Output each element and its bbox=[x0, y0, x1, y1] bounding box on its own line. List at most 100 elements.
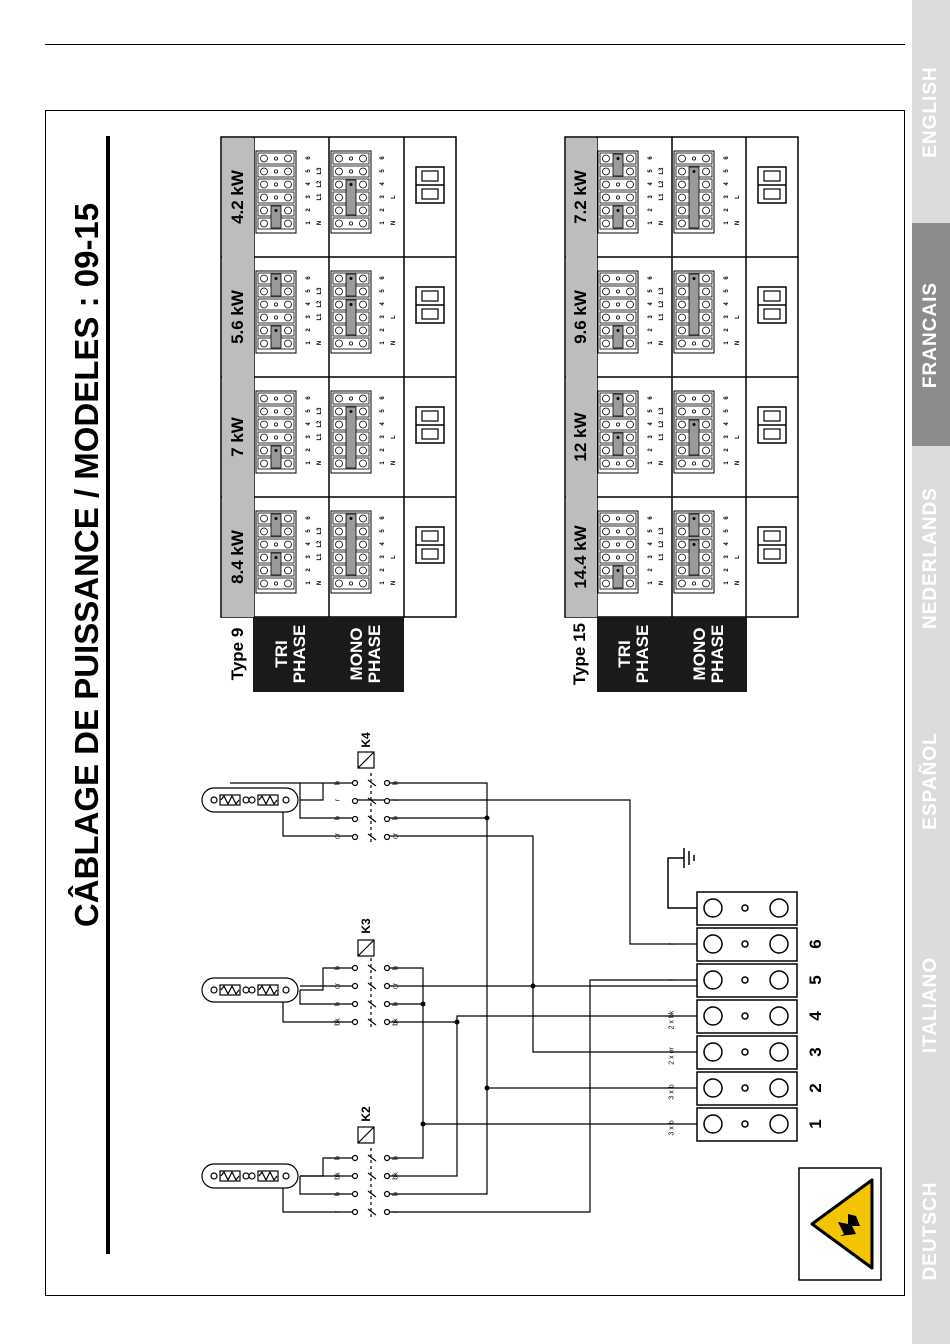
terminal-screw bbox=[703, 1042, 723, 1062]
jumper-block bbox=[597, 390, 639, 474]
jumper-pin bbox=[616, 209, 620, 212]
jumper-number-label: 2 bbox=[306, 208, 312, 212]
jumper-number-label: 2 bbox=[380, 208, 386, 212]
jumper-pin bbox=[359, 154, 367, 163]
wire-label: r bbox=[334, 798, 342, 802]
jumper-phase-label: L bbox=[391, 555, 397, 559]
jumper-number-label: 3 bbox=[380, 315, 386, 319]
jumper-bridge bbox=[270, 325, 282, 349]
wire-label: or bbox=[392, 982, 400, 990]
jumper-pin bbox=[616, 302, 621, 307]
jumper-pin bbox=[678, 540, 686, 549]
contact-blade bbox=[367, 1172, 377, 1180]
jumper-pin bbox=[702, 394, 710, 403]
contact-terminal bbox=[383, 964, 391, 972]
jumper-pin bbox=[260, 394, 268, 403]
jumper-number-label: 6 bbox=[724, 276, 730, 280]
jumper-pin bbox=[284, 566, 292, 575]
terminal-screw bbox=[741, 1084, 749, 1092]
jumper-pin bbox=[274, 329, 278, 332]
power-label: 9.6 kW bbox=[571, 290, 590, 344]
jumper-pin bbox=[335, 206, 343, 215]
jumper-number-label: 5 bbox=[380, 529, 386, 533]
heater-terminal bbox=[210, 1172, 218, 1180]
lang-tab-english[interactable]: ENGLISH bbox=[912, 0, 950, 223]
wire-label: b bbox=[334, 966, 342, 970]
jumper-phase-label: L bbox=[391, 195, 397, 199]
jumper-pin bbox=[335, 193, 343, 202]
jumper-pin bbox=[349, 517, 353, 520]
jumper-pin bbox=[678, 394, 686, 403]
terminal-screw bbox=[703, 1006, 723, 1026]
jumper-number-label: 1 bbox=[724, 341, 730, 345]
terminal-screw bbox=[703, 934, 723, 954]
jumper-pin bbox=[284, 407, 292, 416]
jumper-block bbox=[597, 510, 639, 594]
jumper-pin bbox=[348, 221, 353, 226]
jumper-pin bbox=[602, 339, 610, 348]
heater-resistor-icon bbox=[257, 794, 279, 806]
contactor-switches bbox=[351, 751, 391, 1220]
jumper-number-label: 3 bbox=[648, 435, 654, 439]
jumper-pin bbox=[260, 527, 268, 536]
jumper-pin bbox=[274, 209, 278, 212]
jumper-pin bbox=[678, 446, 686, 455]
jumper-pin bbox=[260, 553, 268, 562]
lang-tab-espanol[interactable]: ESPAÑOL bbox=[912, 669, 950, 892]
jumper-bridge bbox=[612, 432, 624, 456]
lang-tab-francais[interactable]: FRANCAIS bbox=[912, 223, 950, 446]
jumper-pin bbox=[616, 422, 621, 427]
jumper-phase-label: L3 bbox=[317, 287, 323, 295]
jumper-pin bbox=[273, 435, 278, 440]
jumper-number-label: 2 bbox=[306, 328, 312, 332]
jumper-phase-label: L2 bbox=[659, 540, 665, 548]
jumper-pin bbox=[273, 422, 278, 427]
heater-resistor-icon bbox=[257, 984, 279, 996]
jumper-bridge bbox=[688, 513, 700, 537]
jumper-number-label: 5 bbox=[724, 289, 730, 293]
jumper-pin bbox=[702, 193, 710, 202]
jumper-phase-label: L1 bbox=[659, 553, 665, 561]
power-label: 7 kW bbox=[228, 417, 247, 457]
jumper-pin bbox=[359, 167, 367, 176]
wire-label: 3 x b bbox=[668, 1120, 676, 1136]
lang-tab-deutsch[interactable]: DEUTSCH bbox=[912, 1118, 950, 1344]
lang-tab-nederlands[interactable]: NEDERLANDS bbox=[912, 446, 950, 669]
jumper-pin bbox=[260, 407, 268, 416]
jumper-bridge bbox=[270, 205, 282, 229]
jumper-pin bbox=[602, 193, 610, 202]
connector-slot bbox=[421, 290, 439, 302]
jumper-block bbox=[673, 390, 715, 474]
jumper-number-label: 2 bbox=[306, 568, 312, 572]
jumper-pin bbox=[678, 339, 686, 348]
jumper-number-label: 5 bbox=[306, 289, 312, 293]
jumper-phase-label: N bbox=[659, 460, 665, 466]
lang-tab-italiano[interactable]: ITALIANO bbox=[912, 892, 950, 1118]
jumper-phase-label: N bbox=[735, 220, 741, 226]
jumper-pin bbox=[284, 339, 292, 348]
jumper-pin bbox=[284, 553, 292, 562]
jumper-pin bbox=[692, 156, 697, 161]
jumper-pin bbox=[678, 527, 686, 536]
jumper-pin bbox=[702, 206, 710, 215]
jumper-number-label: 5 bbox=[648, 169, 654, 173]
wire-label: b bbox=[392, 1192, 400, 1196]
wire-label: bk bbox=[392, 1018, 400, 1026]
heater-terminal bbox=[282, 1172, 290, 1180]
jumper-pin bbox=[626, 180, 634, 189]
jumper-pin bbox=[602, 566, 610, 575]
jumper-pin bbox=[284, 274, 292, 283]
jumper-pin bbox=[602, 274, 610, 283]
jumper-pin bbox=[692, 543, 696, 546]
jumper-pin bbox=[678, 180, 686, 189]
jumper-number-label: 4 bbox=[306, 542, 312, 546]
jumper-number-label: 4 bbox=[648, 302, 654, 306]
jumper-pin bbox=[359, 274, 367, 283]
wire-label: b bbox=[334, 1156, 342, 1160]
jumper-pin bbox=[678, 566, 686, 575]
wire-label: or bbox=[334, 832, 342, 840]
terminal-number: 6 bbox=[806, 939, 825, 949]
jumper-pin bbox=[602, 300, 610, 309]
jumper-number-label: 4 bbox=[380, 182, 386, 186]
jumper-pin bbox=[335, 514, 343, 523]
